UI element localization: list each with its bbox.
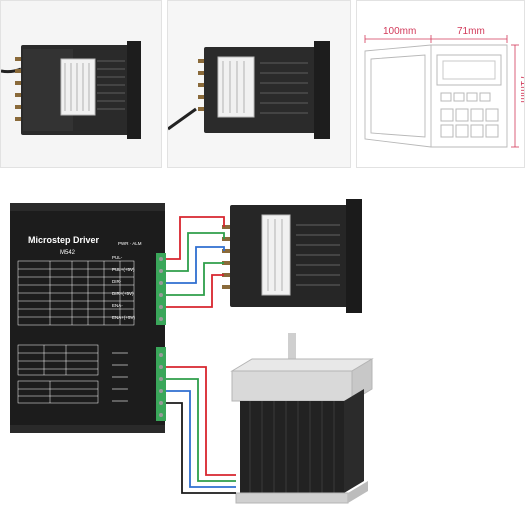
microstep-driver: Microstep Driver M542 bbox=[10, 203, 166, 433]
photo-controller-side-1 bbox=[0, 0, 162, 168]
driver-terminal-labels: PWR · ALM PUL- PUL+(+5V) DIR- DIR+(+5V) … bbox=[112, 241, 142, 320]
height-dimension-label: 71mm bbox=[518, 75, 525, 103]
controller-side-illustration-2 bbox=[168, 1, 350, 167]
wiring-diagram-photo: Microstep Driver M542 bbox=[0, 175, 525, 525]
controller-side-illustration bbox=[1, 1, 161, 167]
driver-title: Microstep Driver bbox=[28, 235, 100, 245]
signal-wires bbox=[166, 216, 225, 308]
photo-controller-side-2 bbox=[167, 0, 351, 168]
terminal-label: DIR+(+5V) bbox=[112, 291, 134, 296]
motor-wires bbox=[166, 366, 236, 494]
terminal-label: ENA+(+5V) bbox=[112, 315, 136, 320]
width-dimension-label: 71mm bbox=[457, 26, 485, 37]
terminal-label: PUL- bbox=[112, 255, 123, 260]
signal-terminal-block bbox=[156, 253, 166, 325]
terminal-label: ENA- bbox=[112, 303, 123, 308]
wiring-illustration: Microstep Driver M542 bbox=[10, 199, 374, 504]
terminal-label: DIR- bbox=[112, 279, 122, 284]
power-terminal-block bbox=[156, 347, 166, 421]
depth-dimension-label: 100mm bbox=[383, 26, 416, 37]
svg-text:PWR · ALM: PWR · ALM bbox=[118, 241, 142, 246]
dimension-drawing: 100mm 71mm 71mm bbox=[364, 26, 525, 148]
driver-model: M542 bbox=[60, 250, 76, 256]
dimension-drawing-panel: 100mm 71mm 71mm bbox=[356, 0, 525, 168]
stepper-motor bbox=[230, 333, 374, 504]
pulse-controller bbox=[222, 199, 362, 313]
terminal-label: PUL+(+5V) bbox=[112, 267, 135, 272]
